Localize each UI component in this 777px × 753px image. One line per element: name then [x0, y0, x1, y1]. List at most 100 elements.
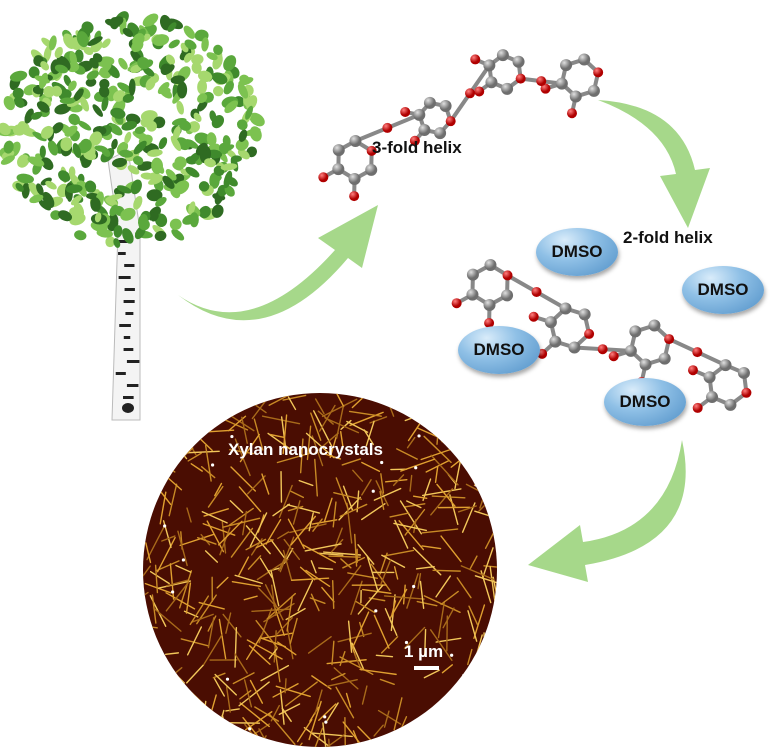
nanocrystal	[234, 574, 263, 585]
nanocrystal	[373, 724, 384, 737]
nanocrystal	[246, 639, 283, 660]
nanocrystal	[276, 617, 293, 635]
nanocrystal	[286, 595, 293, 632]
nanocrystal	[249, 679, 264, 704]
nanocrystal	[146, 677, 161, 688]
nanocrystal	[279, 536, 295, 573]
nanocrystal	[223, 739, 242, 747]
carbon-atom	[549, 335, 562, 348]
nanocrystal	[373, 487, 402, 501]
nanocrystal	[322, 722, 328, 747]
oxygen-atom	[318, 172, 329, 183]
nanocrystal	[143, 665, 161, 693]
nanocrystal	[238, 556, 250, 576]
nanocrystal	[277, 531, 290, 540]
nanocrystal	[419, 580, 425, 609]
nanocrystal	[440, 535, 462, 563]
nanocrystal	[201, 745, 213, 747]
nanocrystal	[143, 489, 148, 512]
dmso-molecule: DMSO	[604, 378, 686, 426]
nanocrystal	[200, 466, 216, 479]
nanocrystal	[403, 626, 426, 649]
nanocrystal	[419, 724, 423, 747]
nanocrystal	[266, 592, 297, 620]
carbon-atom	[512, 55, 525, 68]
nanocrystal	[214, 673, 237, 696]
carbon-atom	[418, 123, 431, 136]
nanocrystal	[184, 733, 207, 738]
nanocrystal	[308, 512, 314, 532]
nanocrystal	[246, 475, 266, 495]
nanocrystal	[143, 693, 169, 706]
carbon-atom	[706, 391, 719, 404]
nanocrystal	[162, 745, 173, 747]
nanocrystal	[434, 466, 439, 483]
nanocrystal	[149, 570, 170, 585]
carbon-atom	[719, 359, 732, 372]
nanocrystal	[433, 736, 453, 740]
nanocrystal	[330, 538, 344, 553]
nanocrystal	[152, 607, 182, 632]
nanocrystal	[147, 662, 162, 675]
nanocrystal	[351, 642, 365, 670]
oxygen-atom	[515, 73, 526, 84]
carbon-atom	[434, 127, 447, 140]
nanocrystal	[316, 733, 347, 747]
nanocrystal	[155, 560, 180, 572]
nanocrystal	[361, 461, 381, 472]
nanocrystal	[469, 400, 497, 406]
nanocrystal	[483, 632, 486, 657]
nanocrystal	[384, 478, 408, 483]
nanocrystal	[456, 577, 472, 599]
nanocrystal	[168, 483, 178, 517]
nanocrystal	[229, 448, 254, 455]
nanocrystal	[331, 579, 335, 610]
nanocrystal	[321, 586, 335, 603]
nanocrystal	[269, 433, 285, 439]
nanocrystal	[280, 416, 287, 454]
nanocrystal	[484, 414, 497, 425]
oxygen-atom	[597, 344, 608, 355]
nanocrystal	[493, 432, 497, 445]
carbon-atom	[501, 82, 514, 95]
nanocrystal	[259, 557, 273, 579]
nanocrystal	[338, 565, 362, 596]
nanocrystal	[143, 719, 161, 738]
nanocrystal	[467, 610, 478, 642]
oxygen-atom	[692, 347, 703, 358]
nanocrystal	[326, 702, 339, 722]
nanocrystal	[455, 430, 464, 442]
nanocrystal	[182, 725, 187, 747]
nanocrystal	[334, 527, 343, 548]
oxygen-atom	[608, 351, 619, 362]
nanocrystal	[363, 429, 374, 446]
nanocrystal	[251, 400, 266, 420]
nanocrystal	[350, 580, 363, 616]
nanocrystal	[379, 678, 395, 686]
nanocrystal	[169, 423, 202, 439]
nanocrystal	[337, 632, 372, 643]
nanocrystal	[310, 560, 317, 574]
nanocrystal	[261, 473, 270, 495]
nanocrystal	[453, 440, 468, 451]
nanocrystal	[409, 474, 413, 492]
nanocrystal	[352, 730, 368, 747]
nanocrystal	[393, 522, 428, 532]
nanocrystal	[467, 648, 473, 666]
carbon-atom	[483, 59, 496, 72]
nanocrystal	[245, 632, 264, 661]
nanocrystal	[474, 713, 496, 719]
nanocrystal	[443, 725, 453, 747]
nanocrystal	[335, 686, 355, 719]
nanocrystal	[336, 393, 345, 408]
nanocrystal	[219, 527, 231, 556]
nanocrystal	[255, 619, 279, 649]
oxygen-atom	[536, 76, 547, 87]
nanocrystal	[421, 545, 442, 550]
nanocrystal	[417, 746, 436, 747]
nanocrystal	[239, 689, 252, 700]
nanocrystal	[146, 410, 167, 419]
nanocrystal	[145, 399, 153, 422]
